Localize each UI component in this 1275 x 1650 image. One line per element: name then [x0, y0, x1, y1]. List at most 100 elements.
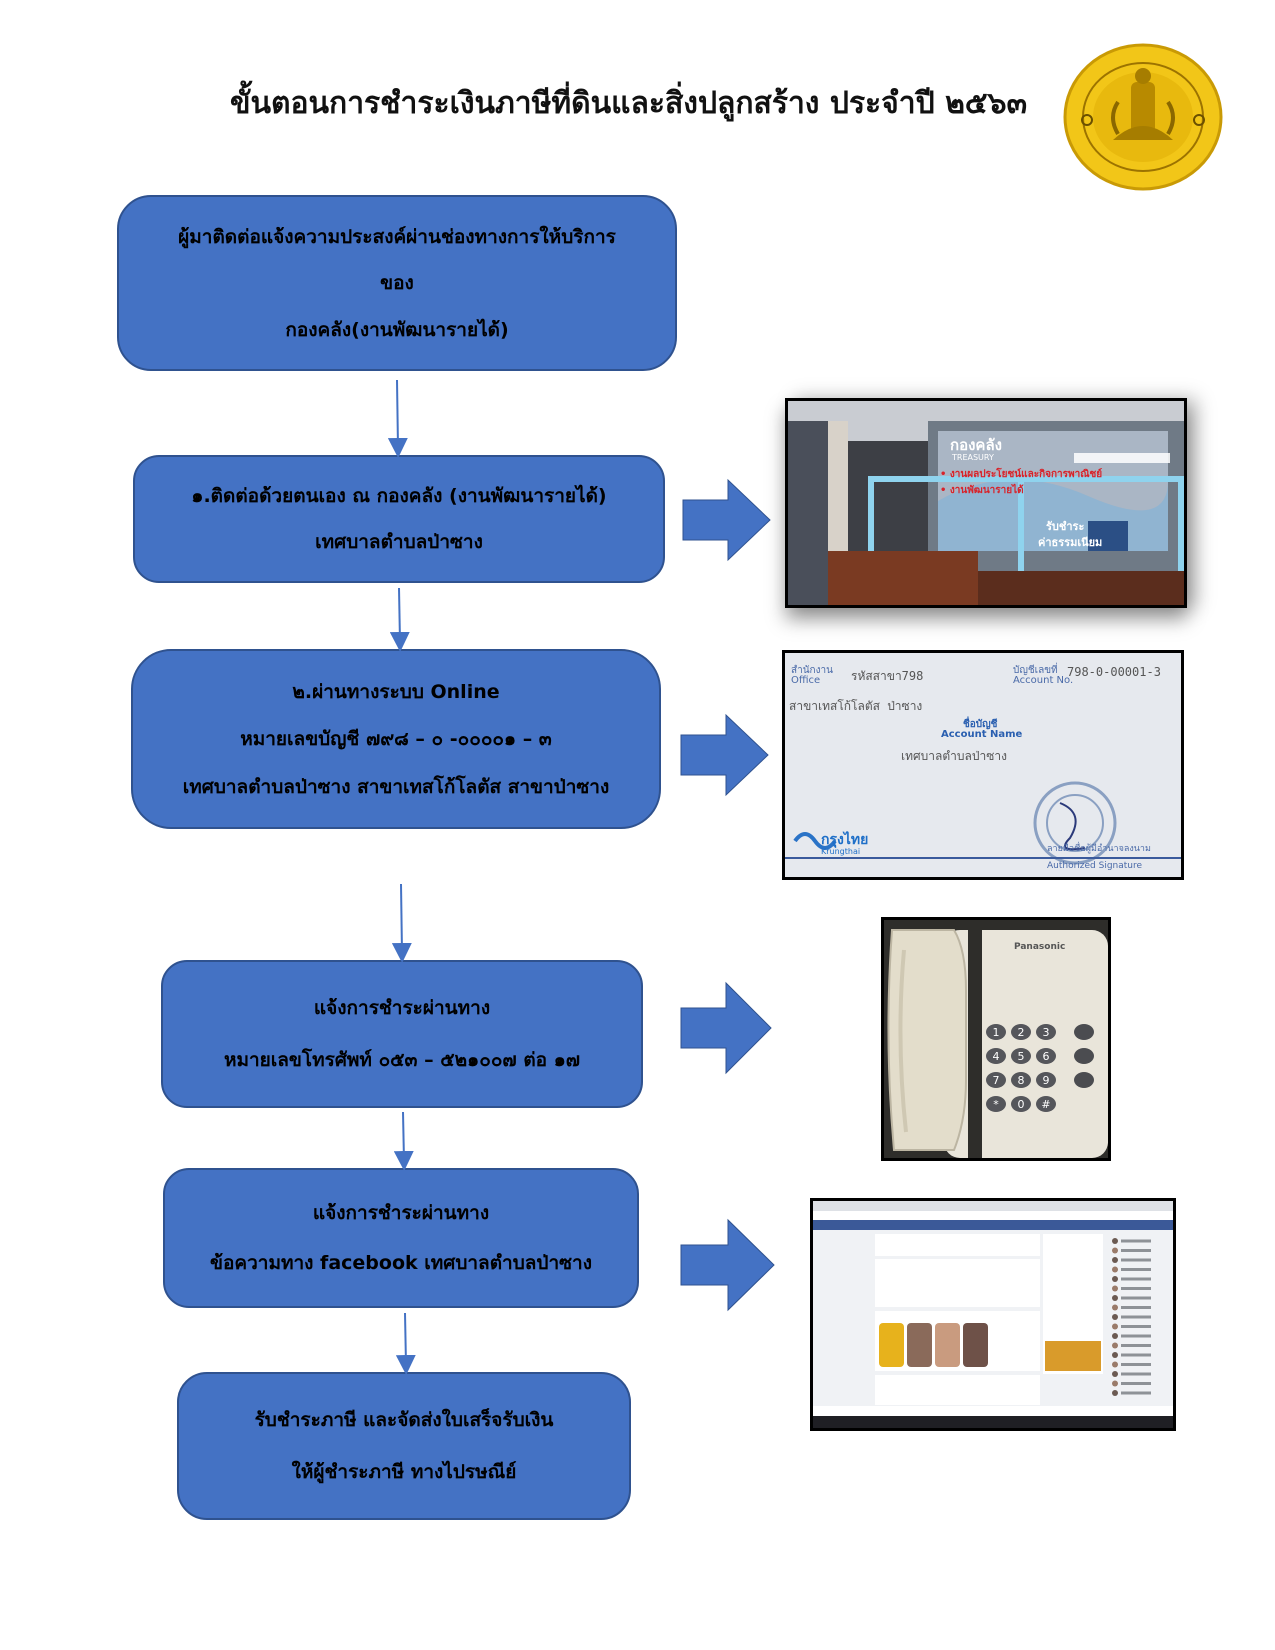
contact-name-line	[1121, 1296, 1151, 1300]
down-arrow-5	[395, 1312, 416, 1375]
phone-key-label: 2	[1018, 1026, 1025, 1039]
office-sign-line1: • งานผลประโยชน์และกิจการพาณิชย์	[940, 469, 1103, 480]
contact-avatar	[1112, 1295, 1118, 1301]
photo-bank-book: สำนักงาน Office รหัสสาขา798 บัญชีเลขที่ …	[782, 650, 1184, 880]
phone-key	[1036, 1024, 1056, 1040]
phone-key	[1011, 1072, 1031, 1088]
contact-name-line	[1121, 1287, 1151, 1290]
office-sign-main: กองคลัง	[950, 436, 1002, 454]
contact-name-line	[1121, 1334, 1151, 1338]
phone-key-label: 7	[993, 1074, 1000, 1087]
flow-step-receipt: รับชำระภาษี และจัดส่งใบเสร็จรับเงิน ให้ผ…	[177, 1372, 631, 1520]
bankbook-account-name: เทศบาลตำบลป่าซาง	[901, 749, 1007, 763]
contact-name-line	[1121, 1258, 1151, 1262]
office-glass-text2: ค่าธรรมเนียม	[1038, 536, 1103, 549]
bankbook-bank-th: กรุงไทย	[821, 832, 869, 848]
phone-key	[1036, 1072, 1056, 1088]
contact-name-line	[1121, 1277, 1151, 1281]
right-block-arrow-1	[682, 478, 771, 562]
phone-key	[1011, 1096, 1031, 1112]
contact-name-line	[1121, 1382, 1151, 1385]
step-text: แจ้งการชำระผ่านทาง	[313, 996, 491, 1019]
phone-key	[1011, 1048, 1031, 1064]
photo-treasury-office: กองคลัง TREASURY • งานผลประโยชน์และกิจกา…	[785, 398, 1187, 608]
contact-name-line	[1121, 1363, 1151, 1366]
contact-name-line	[1121, 1344, 1151, 1347]
phone-key-label: 5	[1018, 1050, 1025, 1063]
bankbook-account-name-en: Account Name	[941, 729, 1023, 740]
facebook-contact-list	[1112, 1238, 1151, 1396]
step-text: ผู้มาติดต่อแจ้งความประสงค์ผ่านช่องทางการ…	[178, 225, 616, 248]
contact-name-line	[1121, 1325, 1151, 1328]
step-text: ๑.ติดต่อด้วยตนเอง ณ กองคลัง (งานพัฒนาราย…	[191, 485, 607, 507]
bankbook-signature-th: ลายมือชื่อผู้มีอำนาจลงนาม	[1047, 844, 1151, 854]
down-arrow-1	[387, 379, 408, 458]
page-title: ขั้นตอนการชำระเงินภาษีที่ดินและสิ่งปลูกส…	[230, 86, 1028, 121]
contact-avatar	[1112, 1342, 1118, 1349]
flow-step-phone: แจ้งการชำระผ่านทาง หมายเลขโทรศัพท์ ๐๕๓ –…	[161, 960, 643, 1108]
phone-key-label: 4	[993, 1050, 1000, 1063]
right-block-arrow-4	[680, 1218, 775, 1312]
step-text: ของ	[380, 272, 414, 294]
bankbook-bank-en: Krungthai	[821, 847, 861, 856]
down-arrow-2	[389, 587, 410, 652]
contact-avatar	[1112, 1352, 1118, 1358]
contact-name-line	[1121, 1249, 1151, 1252]
contact-name-line	[1121, 1315, 1151, 1319]
step-text: ให้ผู้ชำระภาษี ทางไปรษณีย์	[291, 1461, 517, 1484]
contact-avatar	[1112, 1257, 1118, 1263]
contact-name-line	[1121, 1353, 1151, 1357]
office-glass-text1: รับชำระ	[1046, 520, 1085, 533]
phone-brand: Panasonic	[1014, 942, 1066, 952]
contact-avatar	[1112, 1247, 1118, 1254]
contact-avatar	[1112, 1380, 1118, 1387]
step-text: กองคลัง(งานพัฒนารายได้)	[285, 318, 509, 341]
bankbook-signature-en: Authorized Signature	[1047, 861, 1143, 871]
phone-key-label: 1	[993, 1026, 1000, 1039]
bankbook-account-name-th: ชื่อบัญชี	[963, 719, 998, 730]
contact-name-line	[1121, 1372, 1151, 1376]
down-arrow-4	[393, 1111, 414, 1171]
down-arrow-3	[391, 883, 412, 963]
flow-step-facebook: แจ้งการชำระผ่านทาง ข้อความทาง facebook เ…	[163, 1168, 639, 1308]
flow-step-request: ผู้มาติดต่อแจ้งความประสงค์ผ่านช่องทางการ…	[117, 195, 677, 371]
contact-avatar	[1112, 1314, 1118, 1320]
step-text: ข้อความทาง facebook เทศบาลตำบลป่าซาง	[210, 1252, 592, 1274]
step-text: หมายเลขบัญชี ๗๙๘ – ๐ -๐๐๐๐๑ – ๓	[240, 728, 552, 750]
step-text: หมายเลขโทรศัพท์ ๐๕๓ – ๕๒๑๐๐๗ ต่อ ๑๗	[223, 1049, 581, 1072]
contact-avatar	[1112, 1238, 1118, 1244]
bankbook-account-number: 798-0-00001-3	[1067, 665, 1161, 679]
step-text: เทศบาลตำบลป่าซาง	[315, 531, 483, 553]
office-sign-line2: • งานพัฒนารายได้	[940, 485, 1024, 496]
contact-name-line	[1121, 1306, 1151, 1309]
contact-avatar	[1112, 1361, 1118, 1368]
phone-key	[1011, 1024, 1031, 1040]
bankbook-account-no-th: บัญชีเลขที่	[1013, 665, 1058, 676]
phone-key-label: *	[993, 1098, 999, 1111]
phone-key	[986, 1048, 1006, 1064]
contact-name-line	[1121, 1268, 1151, 1271]
phone-key	[986, 1024, 1006, 1040]
municipal-seal-icon	[1063, 43, 1223, 191]
phone-key	[986, 1072, 1006, 1088]
right-block-arrow-3	[680, 981, 772, 1075]
office-sign-sub: TREASURY	[952, 453, 994, 462]
bankbook-branch-code: รหัสสาขา798	[851, 669, 924, 683]
right-block-arrow-2	[680, 713, 769, 797]
contact-avatar	[1112, 1285, 1118, 1292]
phone-key-label: 9	[1043, 1074, 1050, 1087]
contact-avatar	[1112, 1266, 1118, 1273]
phone-key	[1036, 1096, 1056, 1112]
phone-key-label: 3	[1043, 1026, 1050, 1039]
contact-avatar	[1112, 1371, 1118, 1377]
contact-name-line	[1121, 1239, 1151, 1243]
step-text: รับชำระภาษี และจัดส่งใบเสร็จรับเงิน	[254, 1408, 554, 1431]
contact-avatar	[1112, 1276, 1118, 1282]
phone-key	[986, 1096, 1006, 1112]
contact-avatar	[1112, 1333, 1118, 1339]
phone-key-label: 0	[1018, 1098, 1025, 1111]
phone-key-label: #	[1041, 1098, 1050, 1111]
